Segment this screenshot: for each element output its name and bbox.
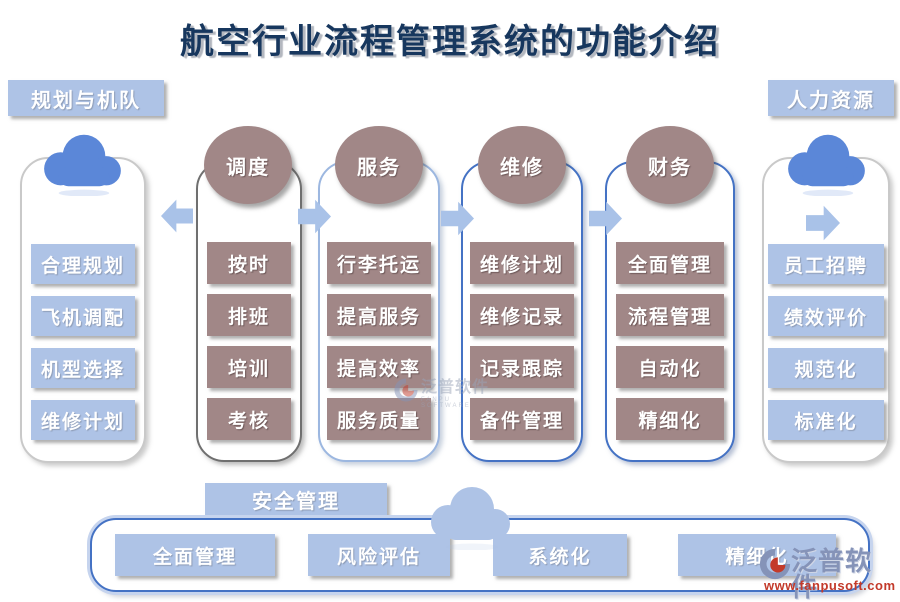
service-item: 提高服务 [327,294,431,336]
brand-name: 泛普软件 [791,547,873,602]
column-dispatch-header: 调度 [204,126,292,204]
finance-item: 全面管理 [616,242,724,284]
arrow-left-icon [161,199,193,233]
hr-item: 员工招聘 [768,244,884,284]
safety-item: 风险评估 [308,534,450,576]
finance-item: 自动化 [616,346,724,388]
maintenance-item: 维修计划 [470,242,574,284]
dispatch-item: 培训 [207,346,291,388]
brand-watermark: 泛普软件 www.fanpusoft.com [758,545,898,601]
column-service-header: 服务 [335,126,423,204]
cloud-icon [431,487,510,550]
planning-item: 飞机调配 [31,296,135,336]
planning-item: 维修计划 [31,400,135,440]
dispatch-item: 按时 [207,242,291,284]
column-maintenance-header: 维修 [478,126,566,204]
maintenance-item: 记录跟踪 [470,346,574,388]
column-finance-header: 财务 [626,126,714,204]
finance-item: 精细化 [616,398,724,440]
finance-item: 流程管理 [616,294,724,336]
group-label-safety: 安全管理 [205,483,387,516]
fanpu-logo-icon [759,548,791,580]
diagram-title: 航空行业流程管理系统的功能介绍 [180,24,720,61]
hr-item: 绩效评价 [768,296,884,336]
fanpu-logo-icon [394,378,418,402]
safety-item: 全面管理 [115,534,275,576]
group-label-hr: 人力资源 [768,80,894,116]
dispatch-item: 排班 [207,294,291,336]
maintenance-item: 维修记录 [470,294,574,336]
safety-item: 系统化 [493,534,627,576]
cloud-icon [44,134,121,196]
dispatch-item: 考核 [207,398,291,440]
maintenance-item: 备件管理 [470,398,574,440]
planning-item: 合理规划 [31,244,135,284]
hr-item: 规范化 [768,348,884,388]
hr-item: 标准化 [768,400,884,440]
planning-item: 机型选择 [31,348,135,388]
brand-url: www.fanpusoft.com [764,578,896,593]
cloud-icon [788,134,865,196]
center-watermark-brand: 泛普软件 [421,379,490,396]
service-item: 服务质量 [327,398,431,440]
group-label-planning-fleet: 规划与机队 [8,80,164,116]
service-item: 行李托运 [327,242,431,284]
service-item: 提高效率 [327,346,431,388]
center-watermark-sub: FANPU SOFTWARE [421,397,471,409]
